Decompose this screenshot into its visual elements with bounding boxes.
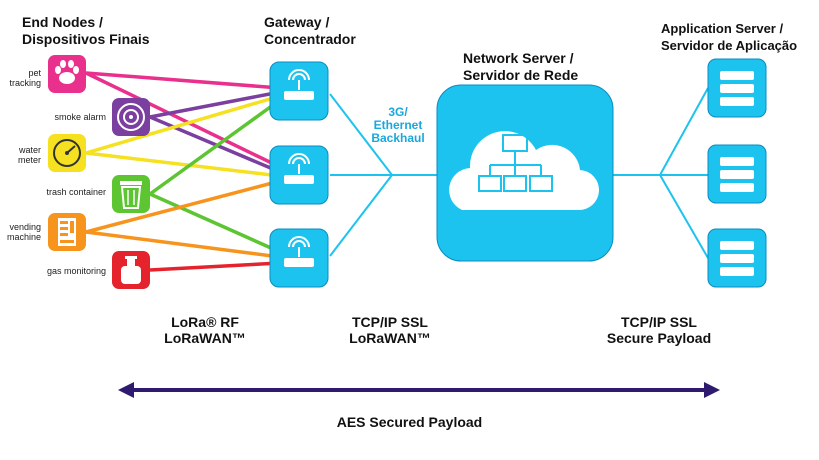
- gateway-3: [269, 228, 329, 288]
- device-label-pet-tracking: pet tracking: [9, 68, 41, 88]
- network-server-header: Network Server / Servidor de Rede: [463, 50, 578, 84]
- protocol-tcp-secure-label: TCP/IP SSL Secure Payload: [594, 314, 724, 346]
- link-trash-gw1: [148, 98, 282, 196]
- protocol-lora-line-1: LoRa® RF: [171, 314, 239, 330]
- network-server-cloud-icon: [436, 84, 614, 262]
- network-server-header-line-1: Network Server /: [463, 50, 574, 66]
- device-label-line: machine: [6, 232, 41, 242]
- device-label-line: trash container: [46, 187, 106, 197]
- link-smoke-gw1: [149, 90, 281, 119]
- app-server-header-line-1: Application Server /: [661, 21, 784, 36]
- app-server-2-icon: [707, 144, 767, 204]
- protocol-tcp-lorawan-label: TCP/IP SSL LoRaWAN™: [335, 314, 445, 346]
- link-water-gw1: [85, 94, 281, 155]
- end-nodes-header-line-1: End Nodes /: [22, 14, 103, 30]
- device-label-line: water: [18, 145, 41, 155]
- device-label-line: meter: [17, 155, 41, 165]
- app-server-header-line-2: Servidor de Aplicação: [661, 38, 798, 53]
- link-gas-gw3: [149, 261, 281, 272]
- link-vending-gw2: [85, 179, 281, 234]
- link-pet-gw1: [85, 71, 281, 90]
- end-nodes-header: End Nodes / Dispositivos Finais: [22, 14, 150, 48]
- backhaul-line-2: Ethernet: [373, 118, 423, 132]
- device-label-trash-container: trash container: [46, 187, 106, 197]
- app-server-1-icon: [707, 58, 767, 118]
- gateway-1: [269, 61, 329, 121]
- end-nodes-header-line-2: Dispositivos Finais: [22, 31, 150, 47]
- paw-icon: [48, 55, 86, 93]
- link-trash-gw3: [149, 192, 281, 254]
- gateway-header-line-1: Gateway /: [264, 14, 330, 30]
- link-pet-gw2: [85, 71, 281, 169]
- meter-gauge-icon: [48, 134, 86, 172]
- device-label-vending-machine: vending machine: [7, 222, 41, 242]
- gateway-header: Gateway / Concentrador: [264, 14, 356, 48]
- trash-bin-icon: [112, 175, 150, 213]
- link-vending-gw3: [85, 230, 281, 259]
- link-water-gw2: [85, 151, 281, 178]
- device-label-gas-monitoring: gas monitoring: [47, 266, 106, 276]
- gateway-2: [269, 145, 329, 205]
- device-label-line: gas monitoring: [46, 266, 106, 276]
- device-label-line: pet: [28, 68, 41, 78]
- protocol-lora-line-2: LoRaWAN™: [164, 330, 246, 346]
- device-label-line: vending: [9, 222, 41, 232]
- protocol-tcp2-line-1: TCP/IP SSL: [621, 314, 697, 330]
- device-label-line: smoke alarm: [54, 112, 106, 122]
- vending-machine-icon: [48, 213, 86, 251]
- aes-secured-payload-label: AES Secured Payload: [336, 414, 483, 430]
- device-links: [85, 71, 282, 272]
- smoke-detector-icon: [112, 98, 150, 136]
- backhaul-line-1: 3G/: [388, 105, 408, 119]
- backhaul-line-3: Backhaul: [371, 131, 425, 145]
- gas-tank-icon: [112, 251, 150, 289]
- device-label-water-meter: water meter: [18, 145, 41, 165]
- device-label-smoke-alarm: smoke alarm: [54, 112, 106, 122]
- backhaul-label: 3G/ Ethernet Backhaul: [363, 106, 433, 145]
- gateway-header-line-2: Concentrador: [264, 31, 356, 47]
- server-links: [612, 87, 709, 259]
- protocol-tcp1-line-1: TCP/IP SSL: [352, 314, 428, 330]
- protocol-tcp1-line-2: LoRaWAN™: [349, 330, 431, 346]
- backhaul-links: [329, 93, 438, 257]
- protocol-tcp2-line-2: Secure Payload: [606, 330, 712, 346]
- app-server-header: Application Server / Servidor de Aplicaç…: [661, 20, 797, 54]
- app-server-3-icon: [707, 228, 767, 288]
- device-label-line: tracking: [9, 78, 41, 88]
- network-server-header-line-2: Servidor de Rede: [463, 67, 579, 83]
- protocol-lora-label: LoRa® RF LoRaWAN™: [150, 314, 260, 346]
